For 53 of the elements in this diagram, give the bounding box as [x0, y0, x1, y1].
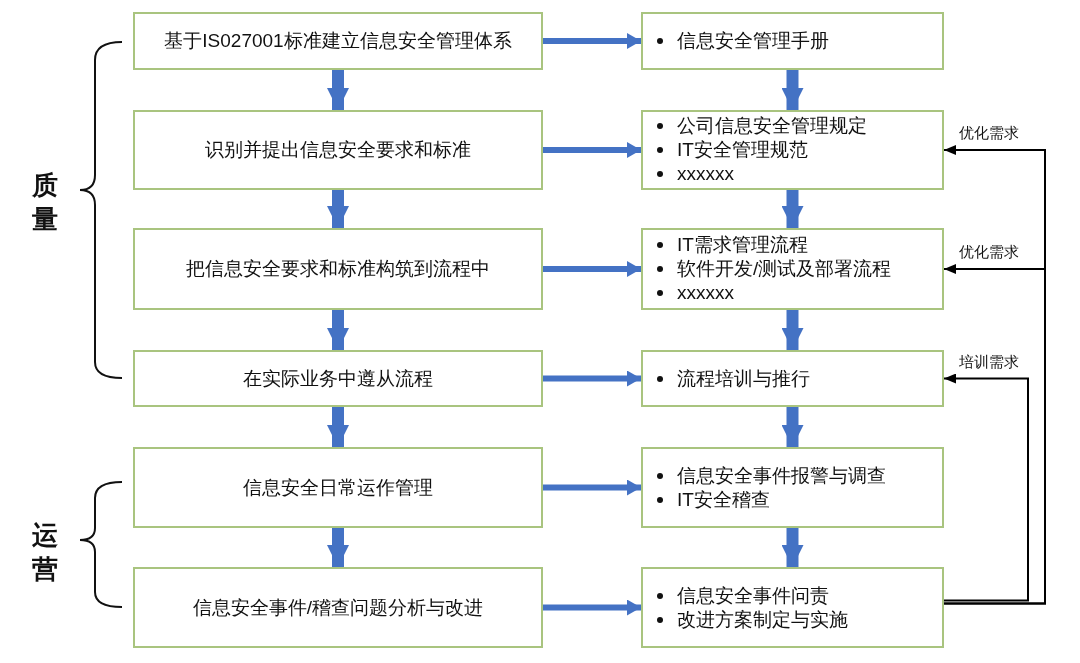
process-box	[641, 110, 944, 190]
list-item: 信息安全管理手册	[677, 29, 829, 53]
process-box	[133, 447, 543, 528]
block-arrow	[327, 407, 349, 447]
edge-label: 优化需求	[958, 243, 1020, 262]
edge-label: 培训需求	[958, 352, 1020, 372]
list-item: 信息安全事件报警与调查	[677, 463, 886, 488]
block-arrow	[543, 370, 641, 387]
list-item: 公司信息安全管理规定	[677, 114, 867, 138]
process-box	[133, 110, 543, 190]
step-text: 识别并提出信息安全要求和标准	[205, 138, 471, 162]
block-arrow	[543, 33, 641, 49]
process-box	[641, 228, 944, 310]
block-arrow	[543, 142, 641, 158]
process-box	[641, 350, 944, 407]
block-arrow	[543, 599, 641, 616]
process-box	[641, 447, 944, 528]
step-text: 信息安全事件/稽查问题分析与改进	[192, 595, 484, 620]
list-item: xxxxxx	[677, 162, 734, 186]
list-item: 流程培训与推行	[677, 366, 810, 391]
list-item: xxxxxx	[677, 281, 734, 305]
list-item: 改进方案制定与实施	[677, 607, 848, 632]
process-box	[133, 12, 543, 70]
block-arrow	[327, 310, 349, 350]
block-arrow	[781, 70, 804, 110]
group-label: 质量	[32, 169, 59, 236]
block-arrow	[781, 528, 804, 567]
block-arrow	[327, 528, 349, 567]
list-item: IT安全管理规范	[677, 138, 808, 162]
process-box	[133, 350, 543, 407]
edge-label: 优化需求	[958, 124, 1020, 143]
list-item: IT需求管理流程	[677, 233, 808, 257]
block-arrow	[327, 190, 349, 228]
list-item: 软件开发/测试及部署流程	[677, 257, 892, 281]
list-item: IT安全稽查	[677, 487, 770, 512]
process-box	[641, 12, 944, 70]
step-text: 基于IS027001标准建立信息安全管理体系	[164, 29, 512, 53]
step-text: 把信息安全要求和标准构筑到流程中	[186, 257, 490, 281]
group-label: 运营	[32, 519, 59, 586]
block-arrow	[543, 261, 641, 277]
feedback-arrow	[943, 264, 1046, 605]
feedback-arrow	[943, 373, 1029, 602]
block-arrow	[781, 310, 804, 350]
list-item: 信息安全事件问责	[677, 583, 829, 608]
process-box	[641, 567, 944, 648]
step-text: 在实际业务中遵从流程	[243, 366, 433, 391]
block-arrow	[781, 407, 804, 447]
block-arrow	[543, 479, 641, 496]
block-arrow	[781, 190, 804, 228]
step-text: 信息安全日常运作管理	[243, 475, 433, 500]
process-box	[133, 228, 543, 310]
block-arrow	[327, 70, 349, 110]
process-box	[133, 567, 543, 648]
